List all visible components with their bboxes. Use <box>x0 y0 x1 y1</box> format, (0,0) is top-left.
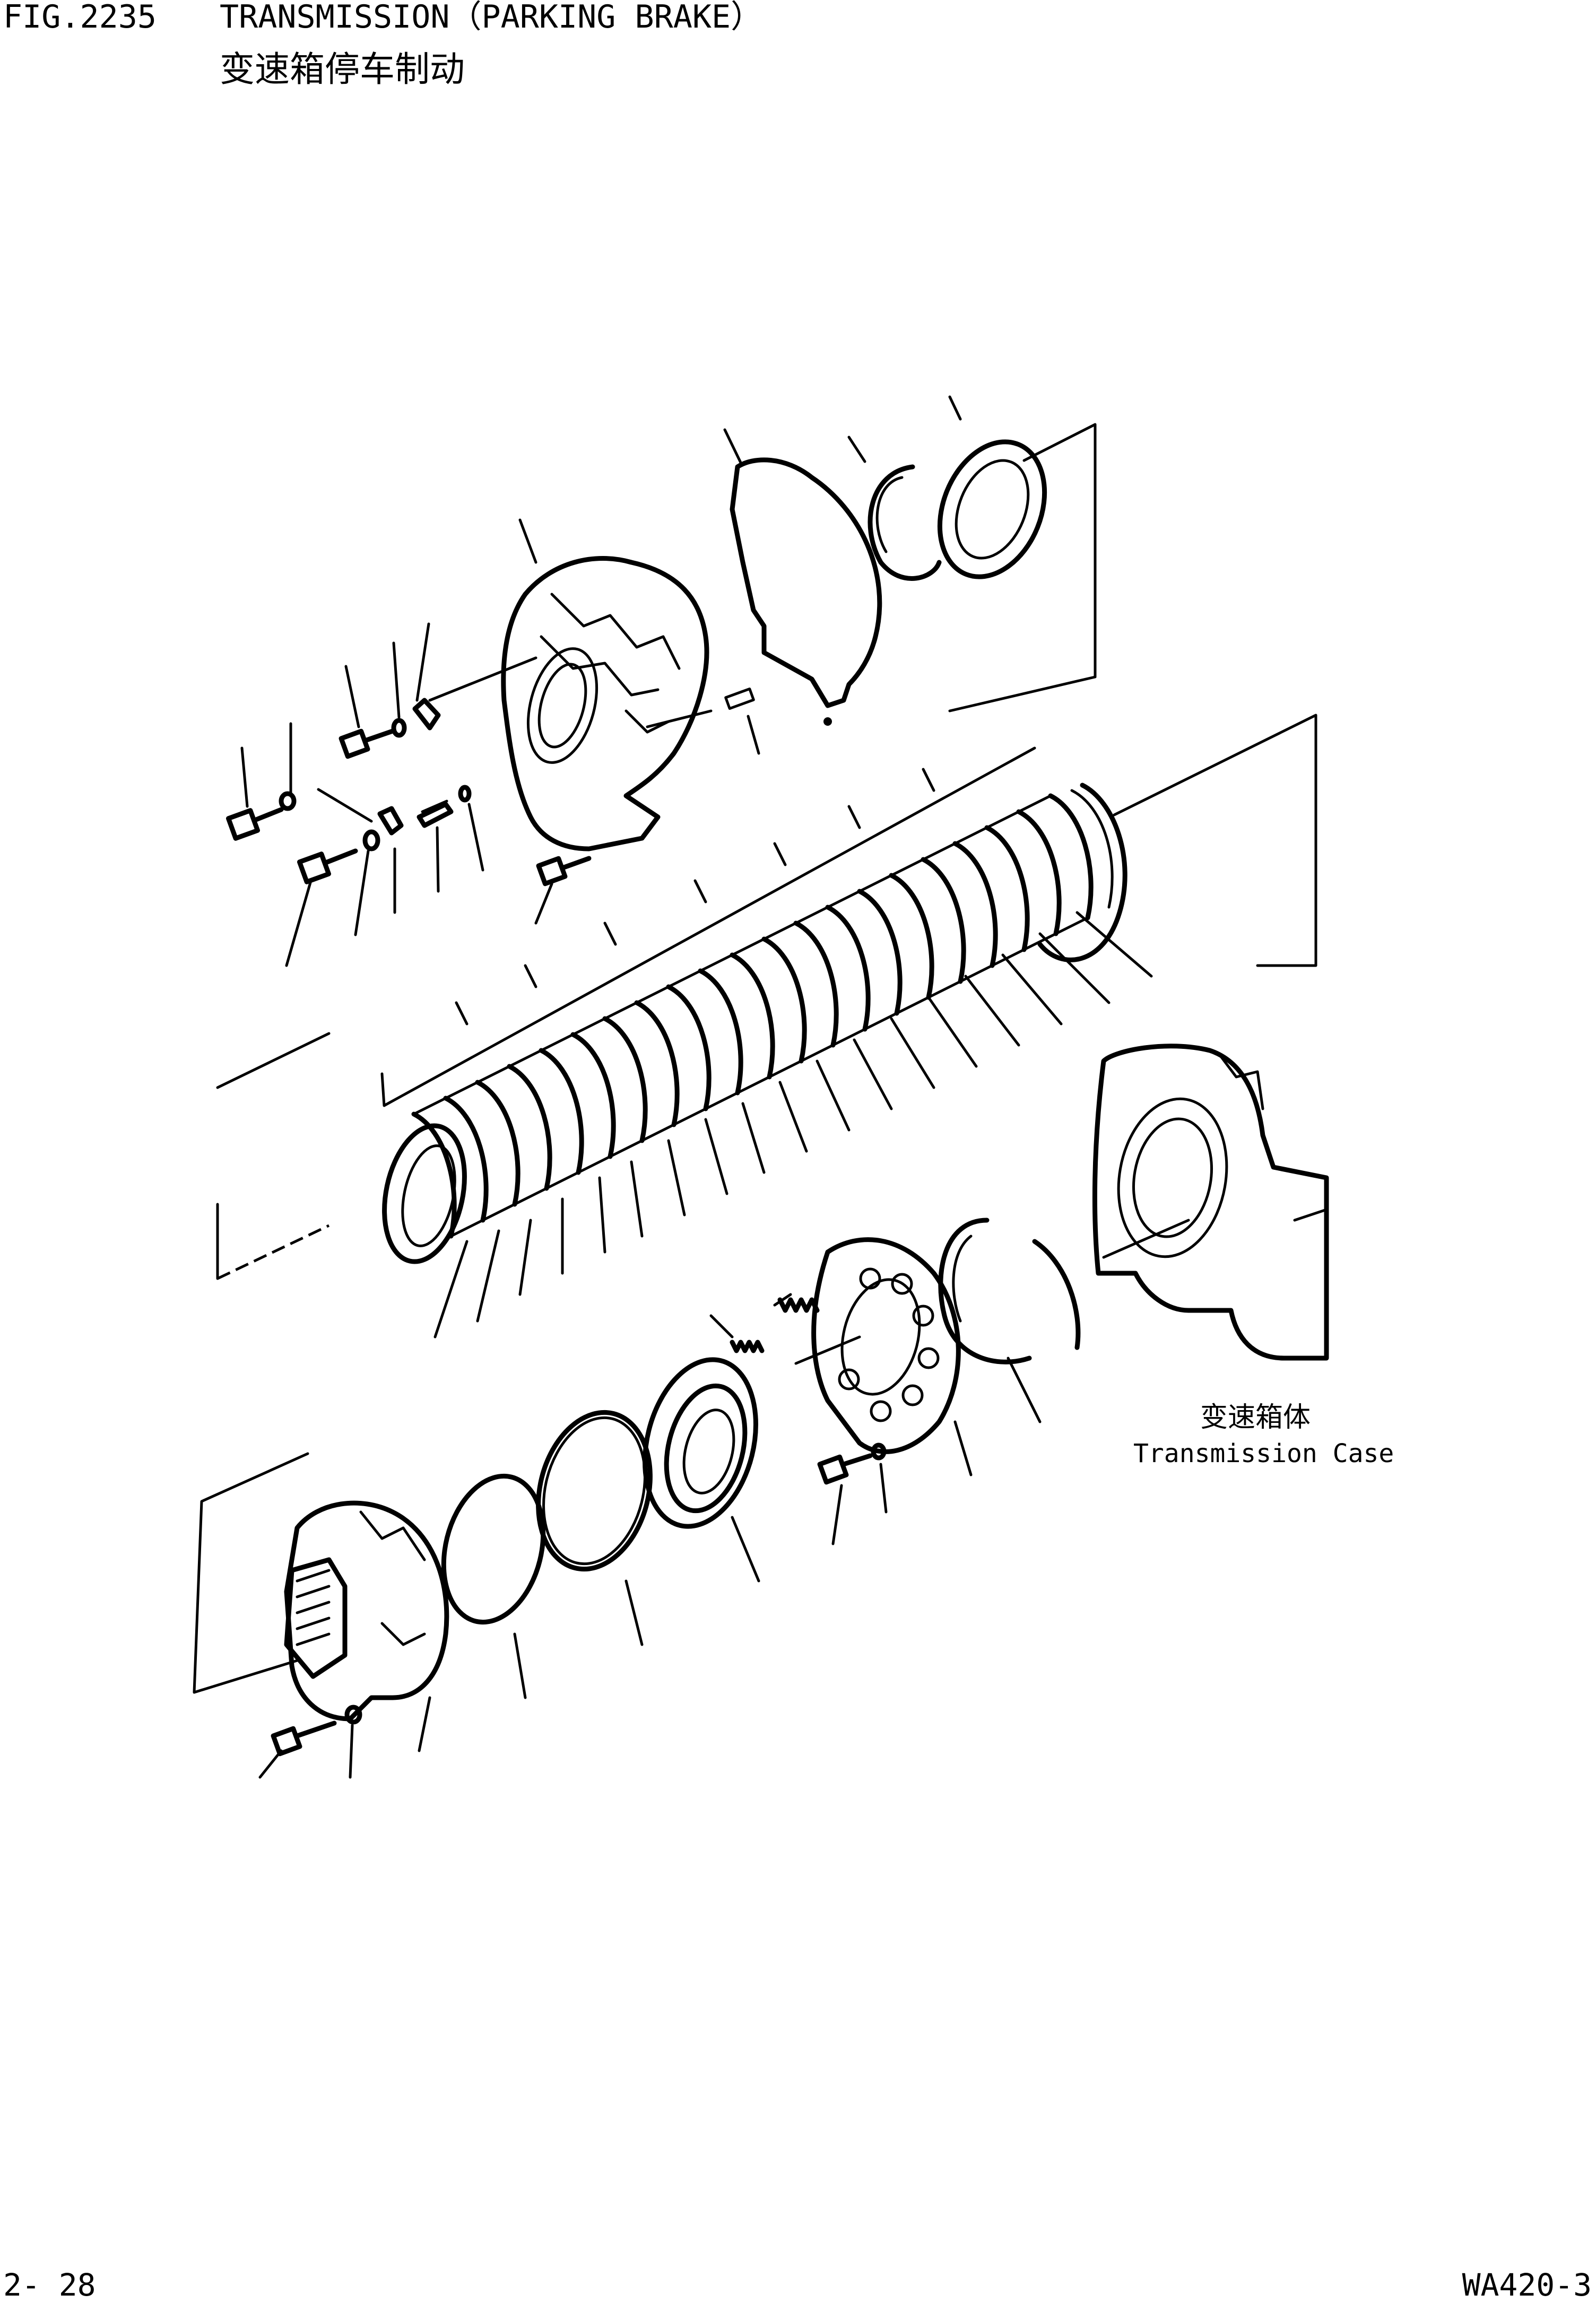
housing-bolts <box>225 622 592 967</box>
brake-piston-plate <box>794 1237 973 1476</box>
case-label-english: Transmission Case <box>1133 1439 1394 1468</box>
model-number: WA420-3 <box>1462 2267 1592 2303</box>
transmission-case <box>1092 1044 1329 1361</box>
case-label-chinese: 变速箱体 <box>1200 1402 1311 1433</box>
thrust-ring <box>937 395 1047 579</box>
gasket <box>723 428 882 726</box>
retainer-ring <box>938 1218 1081 1423</box>
brake-housing-upper <box>428 518 709 851</box>
figure-title-english: TRANSMISSION（PARKING BRAKE） <box>220 0 763 36</box>
brake-housing-lower <box>284 1500 449 1752</box>
figure-number: FIG.2235 <box>3 0 157 36</box>
o-ring-small <box>441 1473 546 1699</box>
piston-seal-housing <box>643 1357 760 1583</box>
disc-pack-leaders <box>433 768 1153 1339</box>
figure-title-chinese: 变速箱停车制动 <box>220 49 465 90</box>
plate-bolt <box>817 1442 888 1545</box>
snap-ring <box>847 436 942 581</box>
lower-group-bracket <box>193 1452 309 1694</box>
cover-bolt <box>258 1705 362 1779</box>
top-group-bracket <box>948 423 1097 712</box>
o-ring-large <box>536 1410 653 1646</box>
brake-disc-pack <box>382 783 1127 1264</box>
disc-pack-bracket <box>216 714 1317 1280</box>
page-number: 2- 28 <box>3 2267 96 2303</box>
piston-springs <box>709 1293 820 1353</box>
dowel-pin <box>646 687 760 755</box>
